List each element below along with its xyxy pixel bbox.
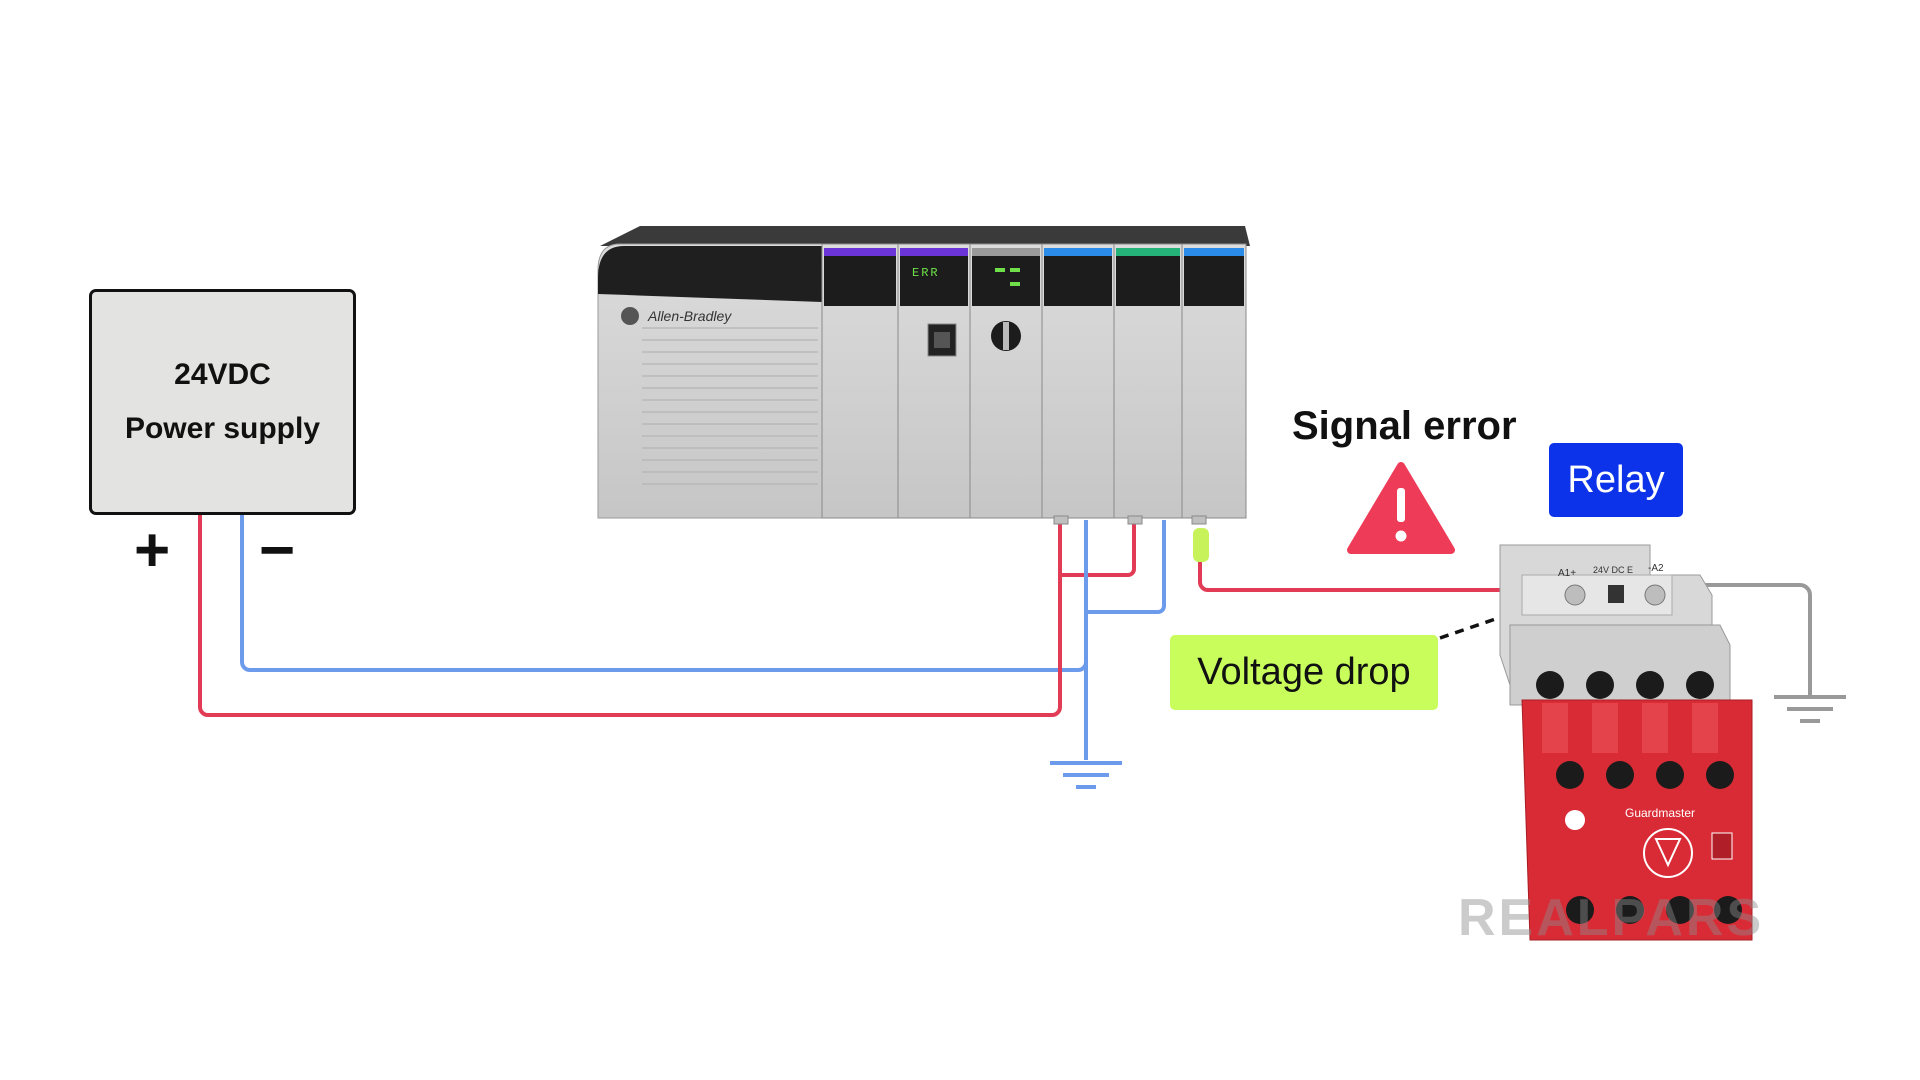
- module-terminals: [1053, 515, 1207, 525]
- safety-relay: A1+ 24V DC E -A2 Guardmaster: [1499, 544, 1753, 941]
- brand-logo-icon: [621, 307, 639, 325]
- output-terminal-indicator: [1193, 528, 1209, 562]
- output-signal-wire: [1198, 560, 1575, 592]
- watermark-logo: REALPARS: [1458, 889, 1765, 947]
- relay-brand-logo-icon: [1565, 810, 1585, 830]
- relay-symbol-icon: [1643, 828, 1693, 878]
- psu-positive-wire: [198, 515, 1062, 717]
- plc-positive-jumper: [1060, 520, 1136, 577]
- relay-badge: Relay: [1549, 443, 1683, 517]
- plc-negative-jumper: [1086, 520, 1166, 614]
- plc-module-slots: [821, 243, 1247, 519]
- signal-error-label: Signal error: [1292, 404, 1517, 448]
- relay-terminal-a1: [1564, 584, 1586, 606]
- warning-icon: [1347, 462, 1455, 554]
- positive-terminal-symbol: +: [134, 516, 171, 585]
- power-supply-voltage-label: 24VDC: [174, 358, 271, 391]
- negative-terminal-symbol: −: [259, 516, 296, 585]
- module-status-label: ERR: [912, 266, 940, 280]
- voltage-drop-badge: Voltage drop: [1170, 635, 1438, 710]
- power-supply-box: 24VDC Power supply: [89, 289, 356, 515]
- power-supply-name-label: Power supply: [124, 412, 321, 445]
- plc-brand-label: Allen-Bradley: [647, 308, 732, 324]
- relay-terminal-a2: [1644, 584, 1666, 606]
- plc-rack: Allen-Bradley: [597, 226, 1250, 525]
- relay-terminal-a1-label: A1+: [1558, 568, 1576, 579]
- relay-brand-label: Guardmaster: [1625, 806, 1695, 820]
- psu-negative-wire: [240, 515, 1088, 672]
- key-switch-icon: [991, 321, 1021, 351]
- relay-ground-symbol: [1774, 695, 1846, 723]
- plc-ground-symbol: [1050, 761, 1122, 789]
- voltage-drop-label: Voltage drop: [1197, 651, 1411, 693]
- ethernet-port-icon: [927, 323, 957, 357]
- relay-rating-label: 24V DC E: [1593, 565, 1633, 575]
- relay-ground-wire: [1650, 583, 1812, 696]
- relay-terminal-a2-label: -A2: [1648, 563, 1664, 574]
- relay-badge-label: Relay: [1567, 458, 1665, 501]
